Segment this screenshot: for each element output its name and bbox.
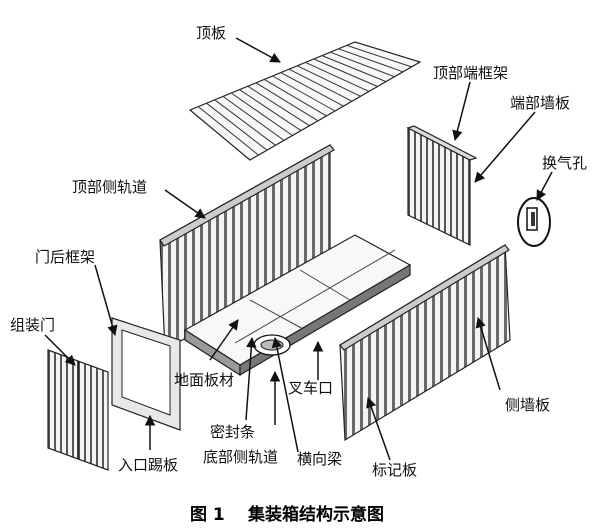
- roof-rib: [222, 95, 285, 141]
- end-wall: [406, 125, 478, 246]
- label-cross-member: 横向梁: [297, 450, 342, 468]
- door-rear-frame: [111, 317, 181, 431]
- label-forklift-pocket: 叉车口: [288, 379, 333, 397]
- label-assembled-door: 组装门: [10, 316, 55, 334]
- roof-rib: [272, 75, 336, 112]
- side-wall: [339, 243, 511, 442]
- label-seal-strip: 密封条: [210, 423, 255, 441]
- label-roof-panel: 顶板: [196, 24, 226, 42]
- roof-rib: [288, 68, 353, 102]
- figure-title: 集装箱结构示意图: [247, 504, 384, 525]
- roof-panel: [188, 41, 422, 161]
- roof-rib: [247, 85, 310, 127]
- roof-rib: [197, 106, 259, 156]
- roof-rib: [330, 51, 395, 78]
- roof-rib: [214, 99, 276, 146]
- label-top-end-frame: 顶部端框架: [433, 64, 508, 82]
- roof-rib: [263, 78, 327, 117]
- roof-rib: [321, 55, 387, 83]
- assembled-door: [47, 349, 109, 471]
- label-top-side-rail: 顶部侧轨道: [72, 178, 147, 196]
- roof-rib: [346, 44, 412, 68]
- label-floor-panel: 地面板材: [174, 371, 234, 389]
- leader-lines: [44, 37, 553, 461]
- roof-rib: [206, 102, 268, 151]
- roof-rib: [239, 89, 302, 132]
- roof-rib: [255, 82, 319, 122]
- label-side-wall: 侧墙板: [505, 396, 550, 414]
- roof-rib: [313, 58, 378, 87]
- label-vent-hole: 换气孔: [542, 154, 587, 172]
- label-entrance-kickplate: 入口踢板: [118, 456, 178, 474]
- roof-rib: [230, 92, 293, 136]
- roof-rib: [297, 65, 361, 97]
- roof-rib: [305, 61, 370, 92]
- vent-hole-detail: [517, 197, 551, 247]
- label-end-wall: 端部墙板: [510, 94, 570, 112]
- label-door-rear-frame: 门后框架: [35, 248, 95, 266]
- roof-rib: [280, 72, 344, 107]
- label-bottom-side-rail: 底部侧轨道: [203, 448, 278, 466]
- far-side-wall: [159, 143, 335, 352]
- figure-number: 图 1: [190, 505, 225, 525]
- label-marking-plate: 标记板: [372, 461, 417, 479]
- roof-rib: [338, 48, 404, 73]
